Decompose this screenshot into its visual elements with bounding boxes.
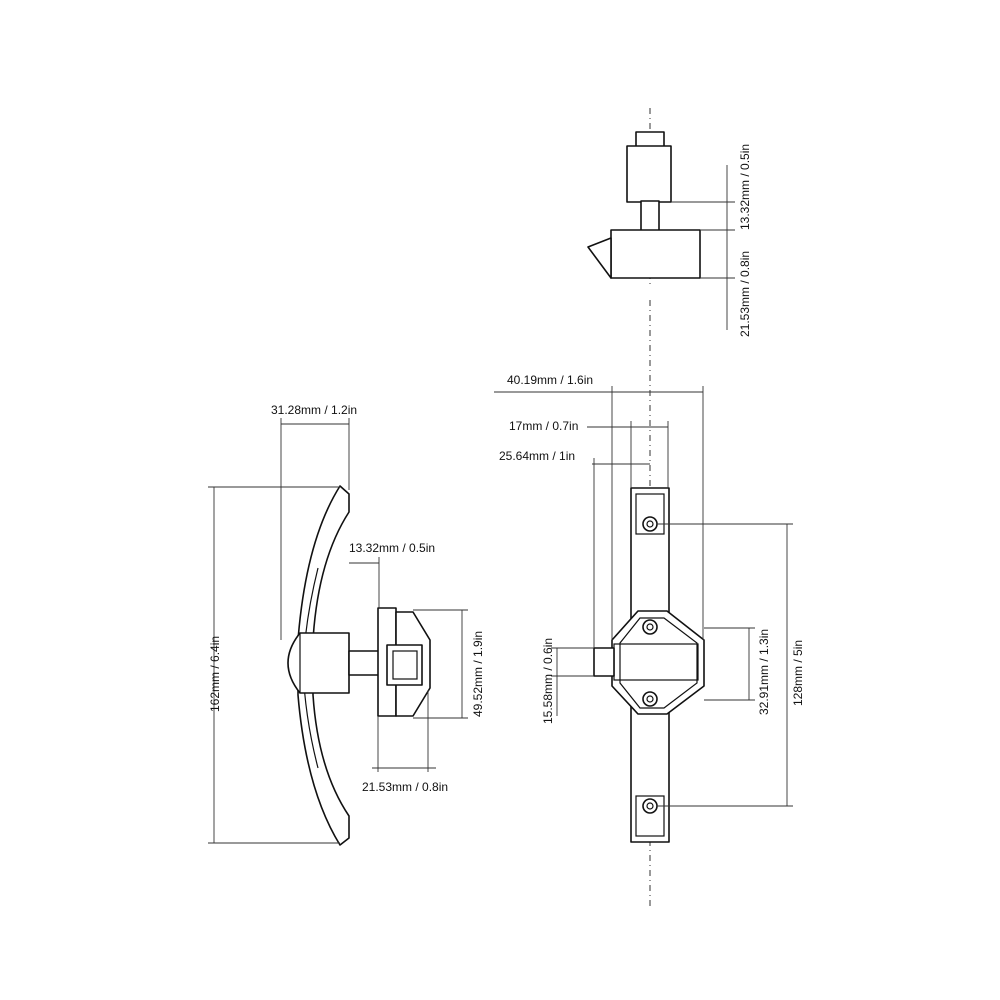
- front-view: 40.19mm / 1.6in 17mm / 0.7in 25.64mm / 1…: [494, 300, 805, 908]
- front-body-height-label: 32.91mm / 1.3in: [757, 629, 771, 715]
- side-height-label: 162mm / 6.4in: [208, 636, 222, 712]
- latch-bolt: [593, 647, 615, 677]
- top-dim-upper-label: 13.32mm / 0.5in: [738, 144, 752, 230]
- top-screw-center: [646, 520, 654, 528]
- pin-collar: [626, 145, 672, 203]
- side-shaft-label: 13.32mm / 0.5in: [349, 541, 435, 555]
- side-view: 31.28mm / 1.2in 162mm / 6.4in 13.32mm / …: [208, 403, 485, 846]
- top-pad: [635, 493, 665, 535]
- front-bolt-height-label: 15.58mm / 0.6in: [541, 638, 555, 724]
- top-screw: [642, 516, 658, 532]
- pin-tip: [635, 131, 665, 148]
- front-center-offset-label: 25.64mm / 1in: [499, 449, 575, 463]
- latch-body-inner: [619, 617, 698, 709]
- top-view: 13.32mm / 0.5in 21.53mm / 0.8in: [587, 108, 752, 337]
- shaft: [348, 650, 380, 676]
- bottom-screw-center: [646, 802, 654, 810]
- front-hole-spacing-label: 128mm / 5in: [791, 640, 805, 706]
- strike-lip: [587, 237, 612, 279]
- pin-stem: [640, 200, 660, 232]
- body-screw-bottom-center: [646, 695, 654, 703]
- side-body-height-label: 49.52mm / 1.9in: [471, 631, 485, 717]
- front-overall-label: 40.19mm / 1.6in: [507, 373, 593, 387]
- body-screw-bottom: [642, 691, 658, 707]
- strike-body: [610, 229, 701, 279]
- side-depth-label: 21.53mm / 0.8in: [362, 780, 448, 794]
- bottom-pad: [635, 795, 665, 837]
- side-width-label: 31.28mm / 1.2in: [271, 403, 357, 417]
- front-bolt-offset-label: 17mm / 0.7in: [509, 419, 578, 433]
- housing-window-inner: [392, 650, 418, 680]
- body-screw-top-center: [646, 623, 654, 631]
- body-screw-top: [642, 619, 658, 635]
- back-plate: [297, 485, 350, 846]
- latch-body: [611, 610, 705, 715]
- top-dim-lower-label: 21.53mm / 0.8in: [738, 251, 752, 337]
- bottom-screw: [642, 798, 658, 814]
- knob: [287, 632, 350, 694]
